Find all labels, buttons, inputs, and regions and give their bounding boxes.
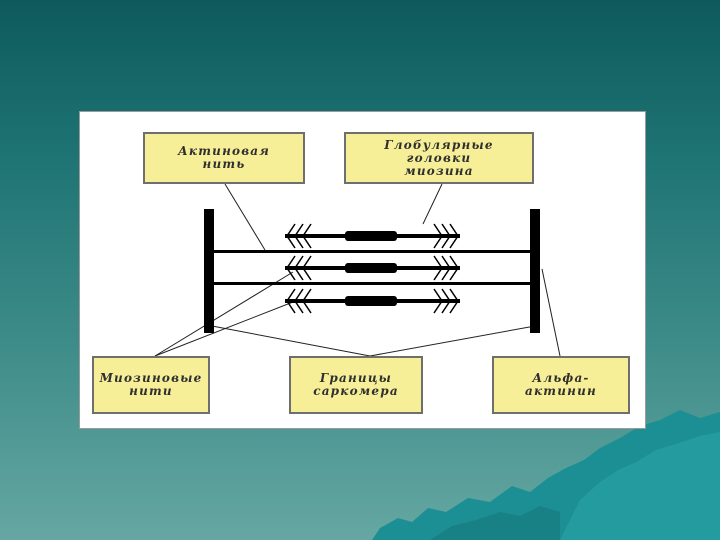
leader-border-left (212, 326, 370, 356)
label-myosin-heads: Глобулярные головки миозина (344, 132, 534, 184)
leader-border-right (370, 326, 535, 356)
diagram-panel: Актиновая нить Глобулярные головки миози… (79, 111, 646, 429)
leader-myosin-2 (155, 302, 293, 356)
label-alpha-actinin: Альфа- актинин (492, 356, 630, 414)
myosin-thick-core (345, 296, 397, 306)
z-line-right (530, 209, 540, 333)
leader-heads (423, 184, 442, 224)
actin-filament (214, 282, 530, 285)
leader-alpha (542, 269, 560, 356)
z-line-left (204, 209, 214, 333)
leader-actin (225, 184, 265, 250)
myosin-thick-core (345, 231, 397, 241)
actin-filament (214, 250, 530, 253)
label-sarcomere-borders: Границы саркомера (289, 356, 423, 414)
label-actin-filament: Актиновая нить (143, 132, 305, 184)
label-myosin-filaments: Миозиновые нити (92, 356, 210, 414)
myosin-thick-core (345, 263, 397, 273)
